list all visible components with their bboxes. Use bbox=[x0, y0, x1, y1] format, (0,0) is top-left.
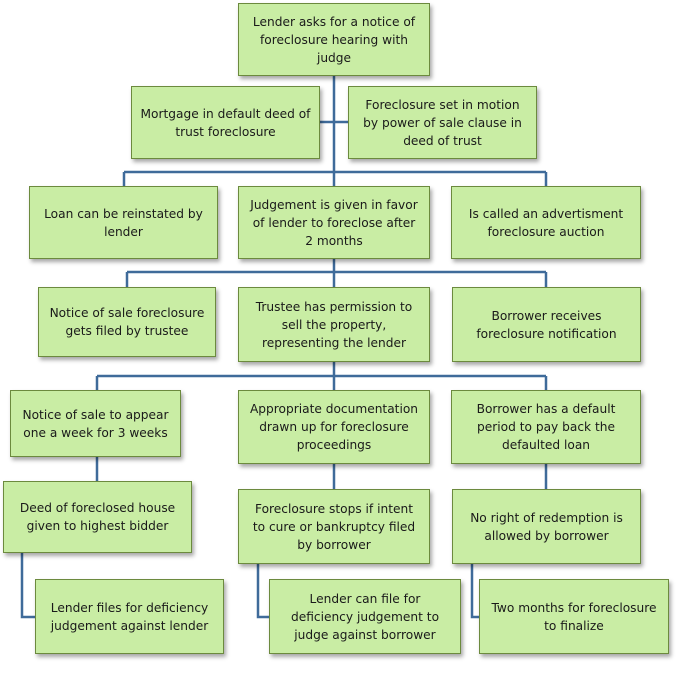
node-deed-bidder: Deed of foreclosed house given to highes… bbox=[3, 481, 192, 553]
node-deficiency-borrower: Lender can file for deficiency judgement… bbox=[269, 579, 461, 654]
node-documentation: Appropriate documentation drawn up for f… bbox=[238, 390, 430, 464]
connector-redemption-to-two-months bbox=[470, 564, 479, 619]
node-power-of-sale: Foreclosure set in motion by power of sa… bbox=[348, 86, 537, 159]
connector-deed-to-deficiency bbox=[20, 553, 35, 619]
node-borrower-notification: Borrower receives foreclosure notificati… bbox=[452, 287, 641, 362]
node-two-months: Two months for foreclosure to finalize bbox=[479, 579, 669, 654]
node-notice-filed: Notice of sale foreclosure gets filed by… bbox=[38, 287, 216, 357]
node-mortgage-default: Mortgage in default deed of trust forecl… bbox=[131, 86, 320, 159]
node-loan-reinstated: Loan can be reinstated by lender bbox=[29, 186, 218, 259]
node-root: Lender asks for a notice of foreclosure … bbox=[238, 3, 430, 76]
node-advertisment-auction: Is called an advertisment foreclosure au… bbox=[451, 186, 641, 259]
node-trustee-permission: Trustee has permission to sell the prope… bbox=[238, 287, 430, 362]
node-deficiency-lender: Lender files for deficiency judgement ag… bbox=[35, 579, 224, 654]
connector-stops-to-deficiency bbox=[256, 564, 269, 619]
node-foreclosure-stops: Foreclosure stops if intent to cure or b… bbox=[238, 489, 430, 564]
node-default-period: Borrower has a default period to pay bac… bbox=[451, 390, 641, 464]
node-judgement-favor: Judgement is given in favor of lender to… bbox=[238, 186, 430, 259]
node-notice-appear: Notice of sale to appear one a week for … bbox=[10, 390, 181, 457]
node-no-redemption: No right of redemption is allowed by bor… bbox=[452, 489, 641, 564]
